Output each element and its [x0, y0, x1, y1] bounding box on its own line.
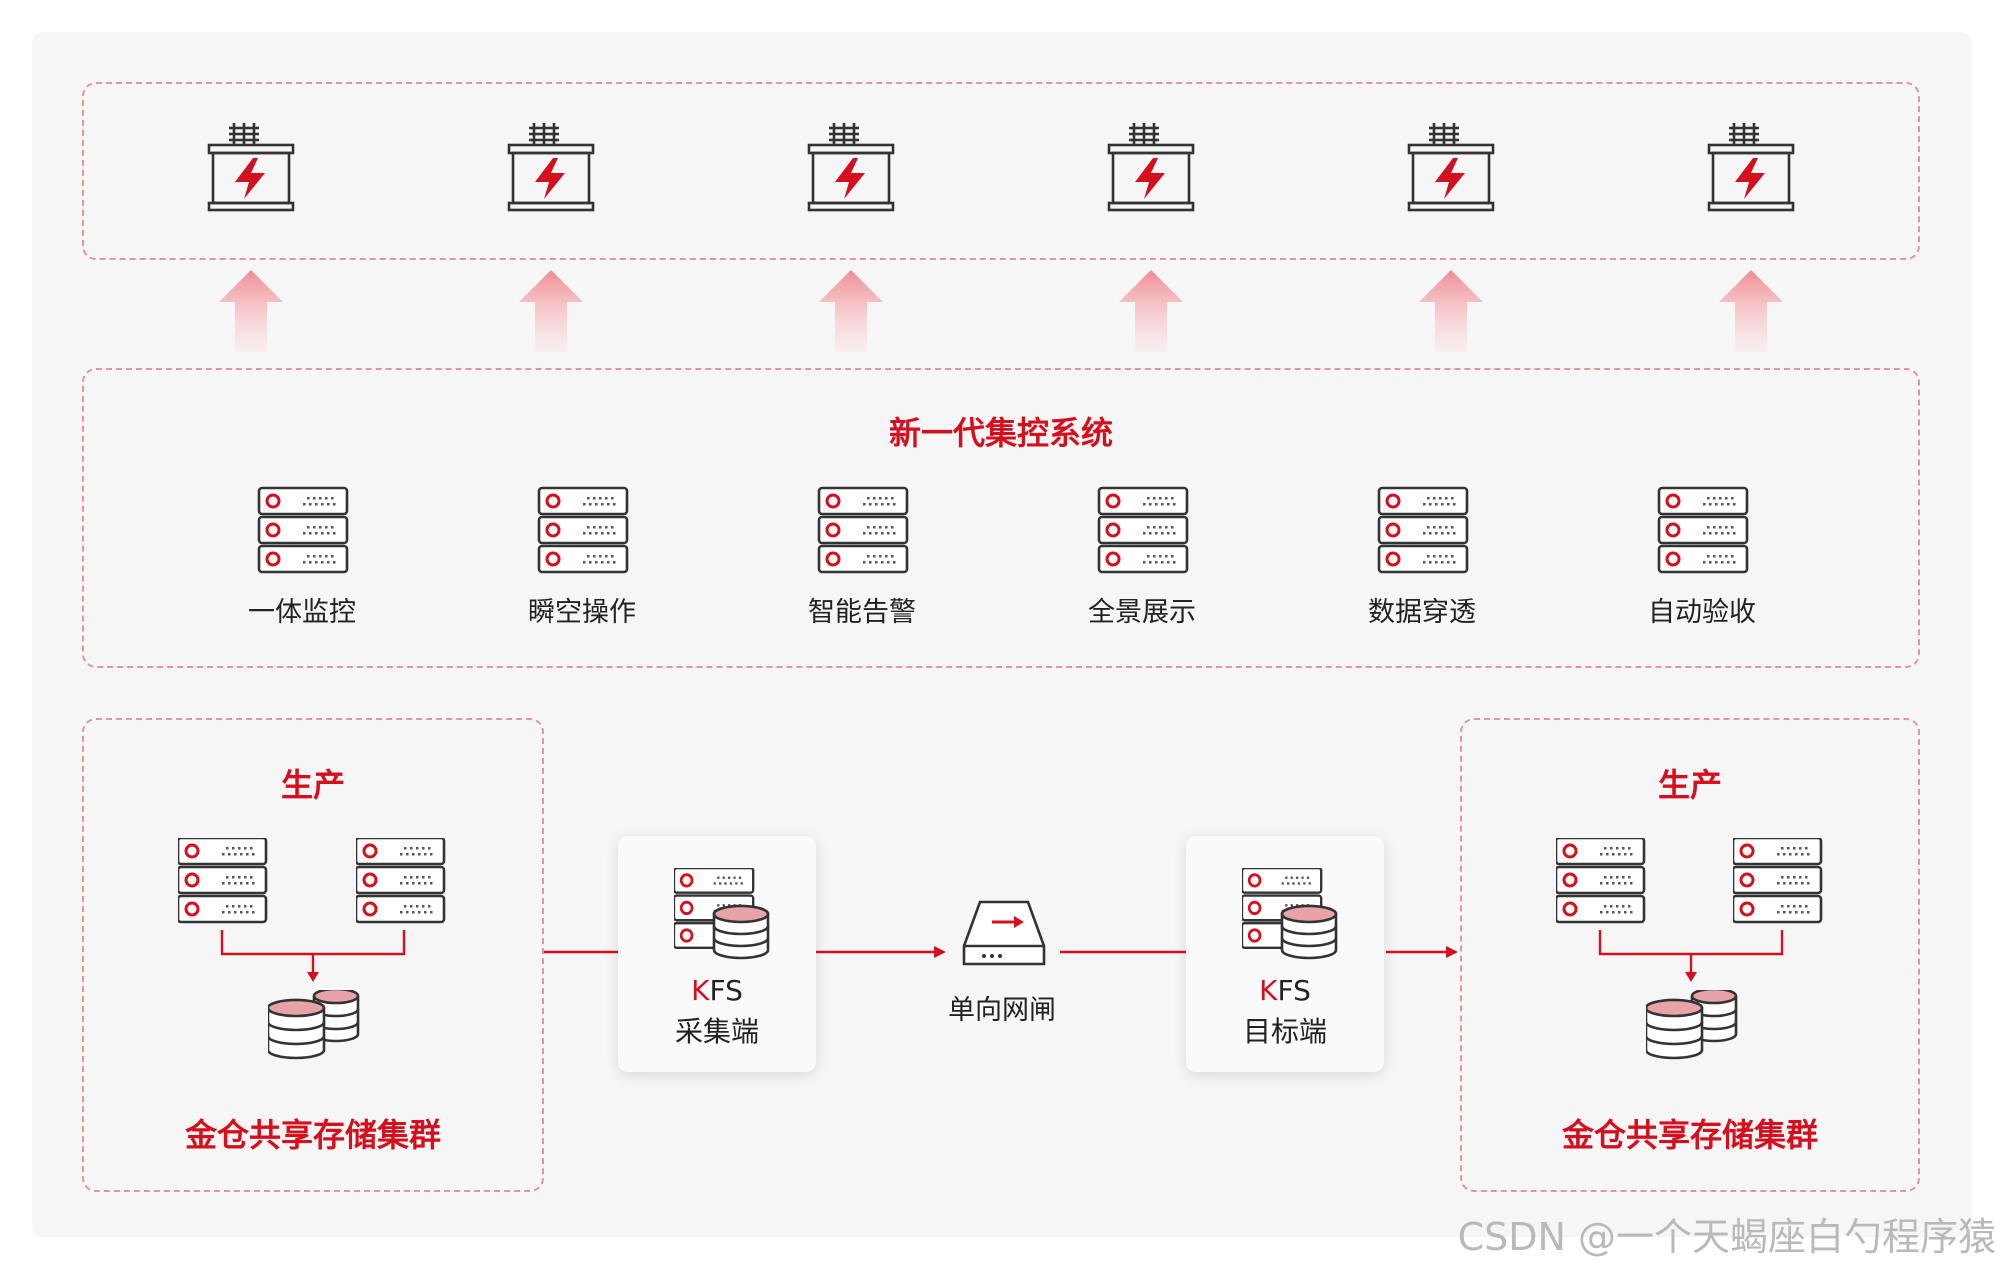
module-label-4: 全景展示 — [1088, 597, 1196, 628]
right-production-box — [1460, 718, 1920, 1192]
right-storage-label: 金仓共享存储集群 — [1561, 1116, 1818, 1154]
substation-row — [82, 82, 1920, 260]
data-flow-lines — [544, 946, 1458, 958]
up-arrow-5 — [1419, 270, 1483, 352]
kfs-target-label: 目标端 — [1242, 1015, 1327, 1048]
right-merge-connector — [1598, 930, 1784, 982]
up-arrow-1 — [219, 270, 283, 352]
kfs-collector-label: 采集端 — [674, 1015, 759, 1048]
module-label-1: 一体监控 — [248, 597, 356, 628]
kfs-collector-brand: KFS — [691, 974, 743, 1007]
up-arrow-4 — [1119, 270, 1183, 352]
transformer-icon — [507, 122, 595, 212]
transformer-icon — [1407, 122, 1495, 212]
module-label-5: 数据穿透 — [1368, 597, 1476, 628]
left-server-b-icon — [356, 838, 448, 928]
left-server-a-icon — [178, 838, 270, 928]
left-merge-connector — [220, 930, 406, 982]
up-arrow-3 — [819, 270, 883, 352]
control-system-box — [82, 368, 1920, 668]
kfs-target-brand: KFS — [1259, 974, 1311, 1007]
module-3-server-icon — [817, 486, 909, 576]
module-5-server-icon — [1377, 486, 1469, 576]
transformer-icon — [207, 122, 295, 212]
kfs-collector-icon — [674, 868, 774, 964]
control-system-title: 新一代集控系统 — [888, 414, 1113, 452]
right-production-title: 生产 — [1657, 766, 1722, 804]
module-4-server-icon — [1097, 486, 1189, 576]
module-6-server-icon — [1657, 486, 1749, 576]
watermark: CSDN @一个天蝎座白勺程序猿 — [1457, 1215, 1996, 1259]
left-production-box — [82, 718, 544, 1192]
module-1-server-icon — [257, 486, 349, 576]
right-server-b-icon — [1733, 838, 1825, 928]
module-label-6: 自动验收 — [1648, 597, 1756, 628]
right-server-a-icon — [1556, 838, 1648, 928]
module-label-2: 瞬空操作 — [528, 597, 636, 628]
kfs-target-icon — [1242, 868, 1342, 964]
module-label-3: 智能告警 — [808, 597, 916, 628]
transformer-icon — [1707, 122, 1795, 212]
module-2-server-icon — [537, 486, 629, 576]
up-arrow-6 — [1719, 270, 1783, 352]
left-production-title: 生产 — [280, 766, 345, 804]
up-arrow-2 — [519, 270, 583, 352]
gateway-label: 单向网闸 — [948, 995, 1056, 1026]
transformer-icon — [807, 122, 895, 212]
right-database-icon — [1646, 990, 1738, 1060]
left-storage-label: 金仓共享存储集群 — [184, 1116, 441, 1154]
transformer-icon — [1107, 122, 1195, 212]
left-database-icon — [268, 990, 360, 1060]
gateway-icon — [962, 900, 1046, 966]
